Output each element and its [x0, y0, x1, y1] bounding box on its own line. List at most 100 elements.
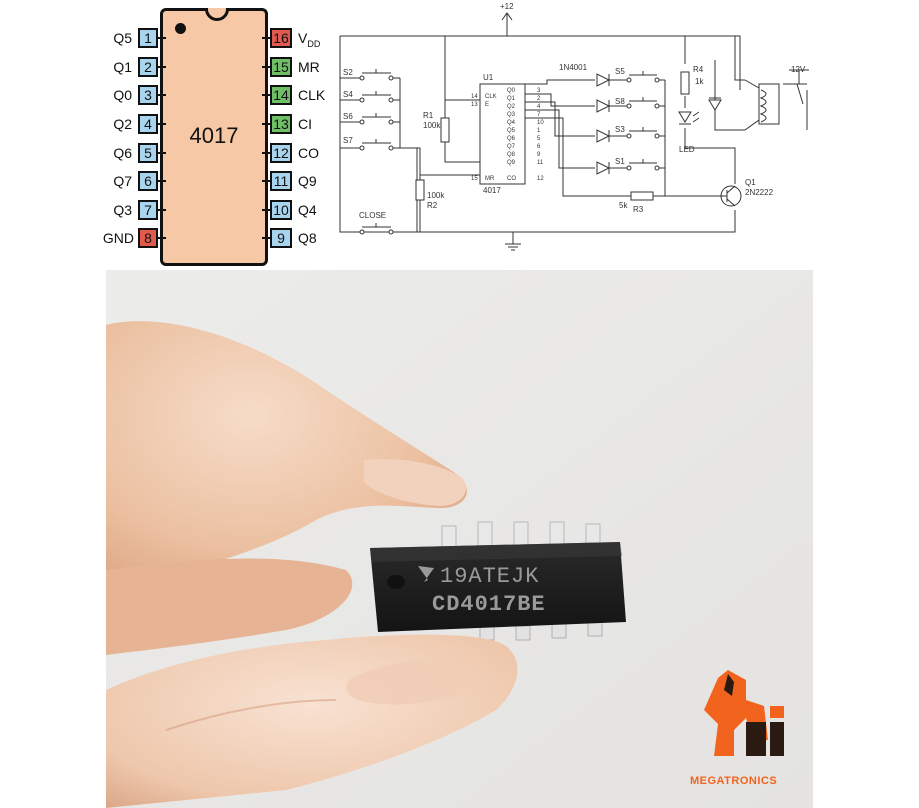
ic-pin-num: 1	[537, 128, 541, 134]
transistor-icon	[719, 185, 742, 207]
chip-orientation-notch	[387, 575, 405, 589]
r2-resistor-icon	[415, 179, 425, 201]
pin-number-box: 9	[270, 228, 292, 248]
switch-label: S5	[615, 67, 625, 76]
pin-number-box: 13	[270, 114, 292, 134]
r3-label: R3	[633, 205, 644, 214]
pin-name: Q5	[113, 30, 132, 46]
switch-icon	[359, 69, 394, 81]
pin-row-left: Q6 5	[108, 143, 168, 163]
pin-name-subscript: DD	[307, 38, 321, 49]
ic-pin-num: 12	[537, 176, 544, 182]
diode-to-switch-wires	[609, 79, 627, 169]
diode-switch-array	[596, 71, 665, 175]
chip-lot-code: 19ATEJK	[440, 564, 539, 589]
relay-voltage-label: 12V	[791, 65, 806, 74]
ic-pin-num: 7	[537, 112, 541, 118]
switch-icon	[626, 71, 665, 83]
r4-value: 1k	[695, 77, 704, 86]
ic-pin-name: Q1	[507, 96, 516, 102]
switch-icon	[626, 159, 665, 171]
pin-row-left: Q7 6	[108, 171, 168, 191]
pin-lead	[158, 66, 166, 68]
pin-lead	[158, 123, 166, 125]
schematic-labels: +12 S2 S4 S6 S7 CLOSE R1 100k 100k R2 U1…	[343, 2, 806, 220]
supply-label: +12	[500, 2, 514, 11]
ic-pin-num: 2	[537, 96, 541, 102]
diode-icon	[596, 73, 611, 87]
r2-value: 100k	[427, 191, 445, 200]
pin-number-box: 4	[138, 114, 158, 134]
ic-box	[479, 83, 526, 185]
pin-lead	[262, 123, 270, 125]
ic-name-label: 4017	[483, 186, 501, 195]
ic-pin-num: 14	[471, 94, 478, 100]
r2-label: R2	[427, 201, 438, 210]
chip-marking: 19ATEJK CD4017BE	[418, 564, 545, 617]
q2-wire	[525, 101, 595, 137]
r1-resistor-icon	[440, 117, 450, 143]
logo-i-dot-icon	[770, 706, 784, 718]
switch-left-leads	[340, 77, 360, 149]
pin-lead	[158, 180, 166, 182]
diode-icon	[596, 129, 611, 143]
ic-pin-num: 15	[471, 176, 478, 182]
relay-coil-wire	[714, 36, 745, 131]
megatronics-logo: MEGATRONICS	[690, 670, 784, 787]
chip-bottom-pins	[479, 621, 603, 641]
pin-name: CLK	[298, 87, 326, 103]
middle-finger	[106, 558, 353, 655]
q0-wire	[525, 79, 595, 85]
led-label: LED	[679, 145, 695, 154]
pin-number-box: 15	[270, 57, 292, 77]
index-finger	[106, 321, 467, 590]
top-rail-wire	[340, 35, 741, 90]
ic-pin-num: 5	[537, 136, 541, 142]
led-icon	[678, 111, 700, 125]
ic-pin-num: 4	[537, 104, 541, 110]
pin-lead	[262, 152, 270, 154]
pin-lead	[262, 66, 270, 68]
ic-pin-name: Q4	[507, 120, 516, 126]
pin-row-right: 16 VDD	[262, 28, 330, 49]
pin-number-box: 12	[270, 143, 292, 163]
pin-number-box: 16	[270, 28, 292, 48]
pin-number-box: 6	[138, 171, 158, 191]
pin-lead	[158, 94, 166, 96]
ic-pin-name: Q8	[507, 152, 516, 158]
chip-body	[370, 542, 626, 632]
switch-icon	[359, 223, 394, 235]
switch-icon	[626, 97, 665, 109]
chip-top-pins	[441, 521, 601, 549]
r4-label: R4	[693, 65, 704, 74]
switch-icon	[359, 139, 394, 151]
pin-lead	[158, 209, 166, 211]
pin-lead	[262, 209, 270, 211]
switch-label: S7	[343, 136, 353, 145]
pin-number-box: 10	[270, 200, 292, 220]
left-bus-wire	[339, 36, 435, 233]
ic-pin-name: Q7	[507, 144, 516, 150]
ic-pin-name: CO	[507, 176, 516, 182]
pin-lead	[262, 37, 270, 39]
chip-label: 4017	[189, 123, 239, 148]
pin-row-right: 11 Q9	[262, 171, 330, 191]
switch-right-leads	[393, 77, 400, 149]
pin-row-right: 12 CO	[262, 143, 330, 163]
ic-pin-name: CLK	[485, 94, 497, 100]
ic-pin-num: 13	[471, 102, 478, 108]
ic-pin-name: Q2	[507, 104, 516, 110]
diode-icon	[596, 99, 611, 113]
pin-row-left: Q5 1	[108, 28, 168, 48]
ic-package-4017: 4017	[160, 8, 268, 266]
pin1-indicator-dot	[175, 23, 186, 34]
pin-number-box: 1	[138, 28, 158, 48]
pin-lead	[262, 237, 270, 239]
r3-value: 5k	[619, 201, 628, 210]
switch-icon	[359, 91, 394, 103]
pin-name: VDD	[298, 28, 320, 54]
pin-lead	[158, 152, 166, 154]
u1-label: U1	[483, 73, 494, 82]
switch-label: S8	[615, 97, 625, 106]
r4-resistor-icon	[680, 71, 690, 95]
